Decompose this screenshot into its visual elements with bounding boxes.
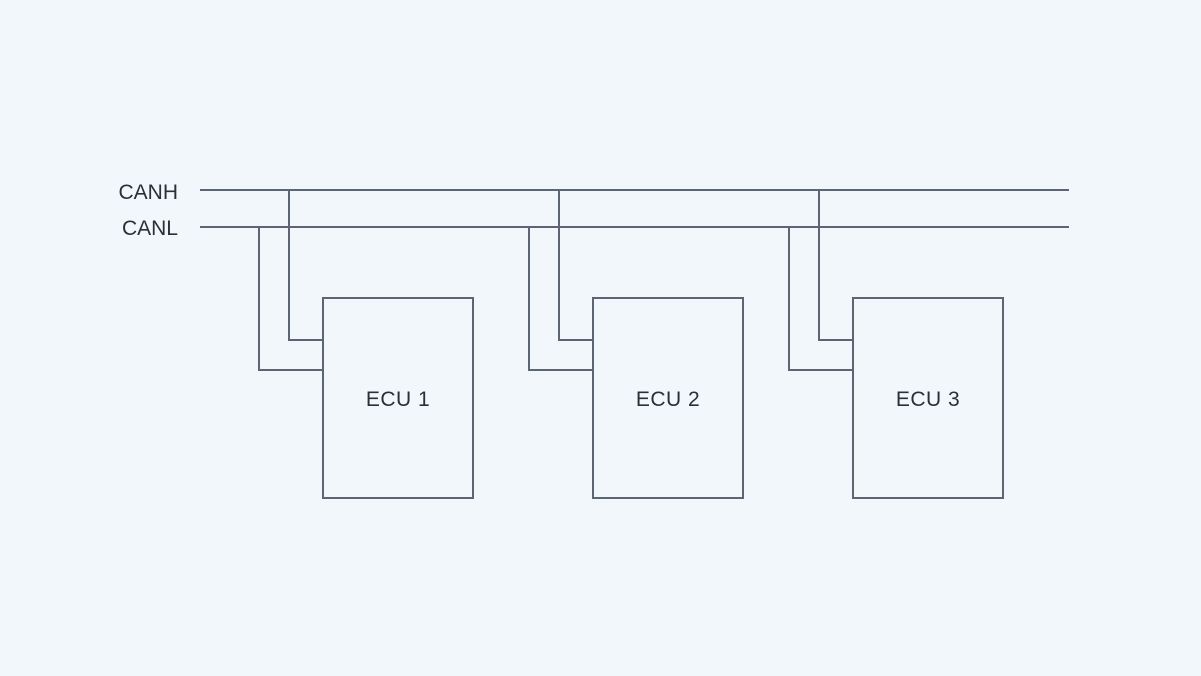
canl-label: CANL	[122, 217, 178, 240]
ecu-3-label: ECU 3	[896, 388, 960, 411]
ecu-2-label: ECU 2	[636, 388, 700, 411]
ecu-node-1: ECU 1	[258, 190, 474, 499]
canh-label: CANH	[118, 181, 178, 204]
ecu-3-canl-stub	[788, 227, 853, 371]
ecu-1-canl-stub	[258, 227, 323, 371]
ecu-2-box	[592, 297, 744, 499]
ecu-3-box	[852, 297, 1004, 499]
ecu-3-canh-stub	[818, 190, 853, 341]
ecu-2-canh-stub	[558, 190, 593, 341]
ecu-1-label: ECU 1	[366, 388, 430, 411]
ecu-2-canl-stub	[528, 227, 593, 371]
ecu-node-2: ECU 2	[528, 190, 744, 499]
ecu-1-canh-stub	[288, 190, 323, 341]
ecu-node-3: ECU 3	[788, 190, 1004, 499]
ecu-1-box	[322, 297, 474, 499]
